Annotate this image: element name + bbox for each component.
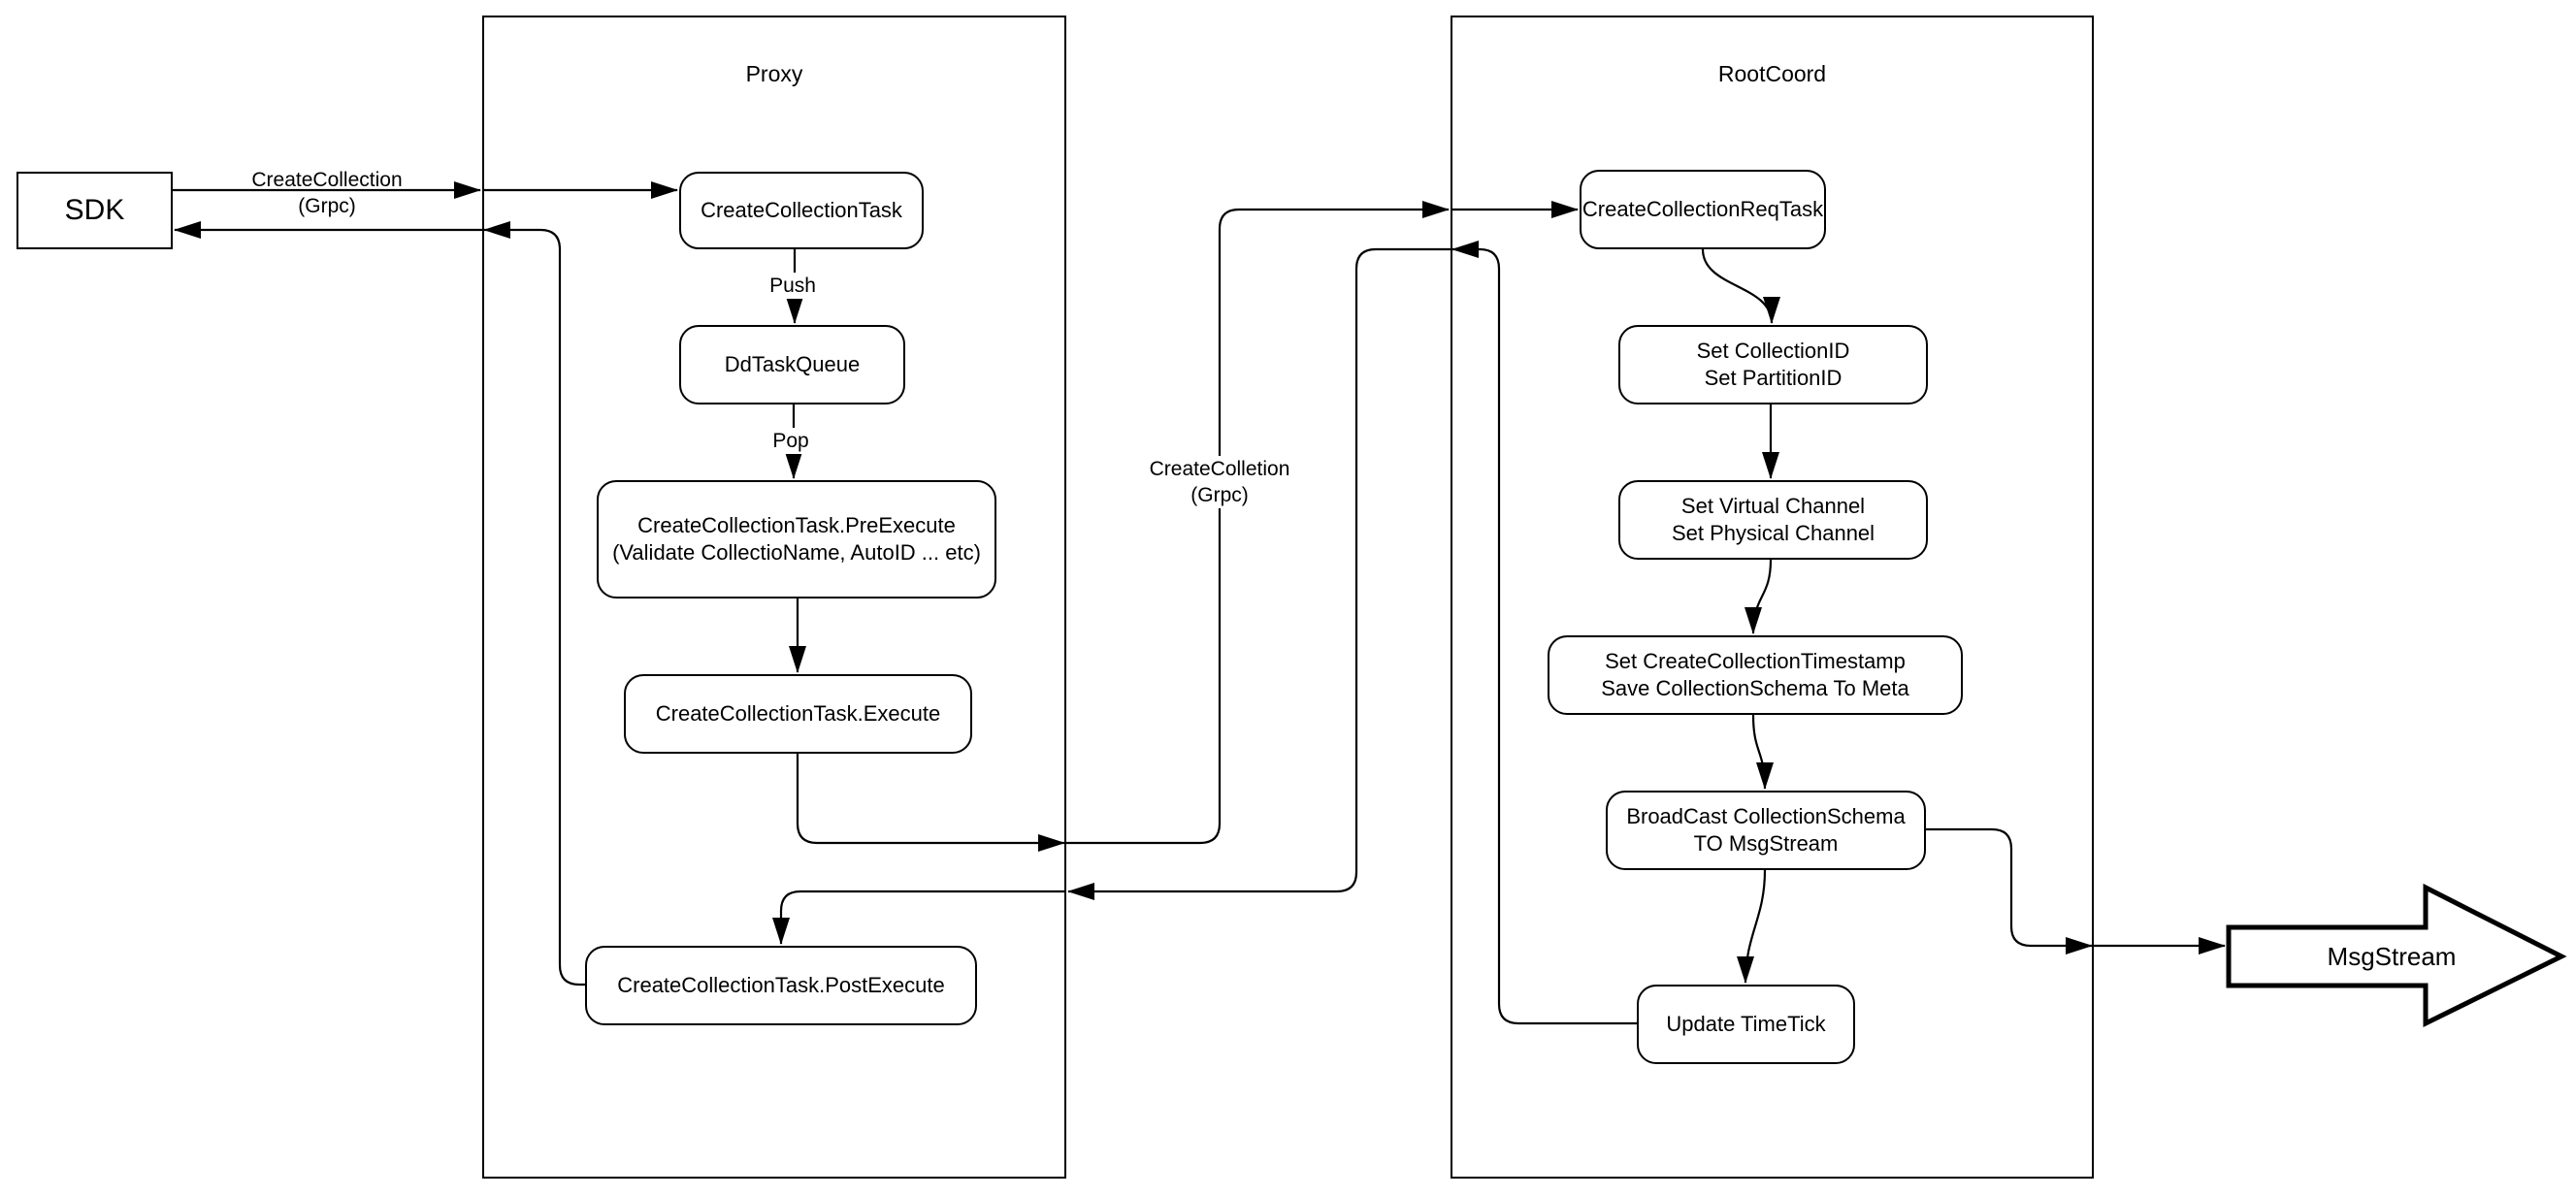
node-execute: CreateCollectionTask.Execute: [624, 674, 972, 754]
rootcoord-title: RootCoord: [1717, 61, 1827, 86]
node-set-channels: Set Virtual Channel Set Physical Channel: [1618, 480, 1928, 560]
node-post-execute: CreateCollectionTask.PostExecute: [585, 946, 977, 1025]
edge-proxy-border-to-postexecute: [772, 890, 1066, 945]
edge-label-createcollection-grpc: CreateCollection (Grpc): [251, 169, 403, 217]
edge-reqtask-to-setids: [1701, 248, 1780, 324]
node-create-collection-task: CreateCollectionTask: [679, 172, 924, 249]
edge-updatetimetick-to-rootcoord-border: [1451, 241, 1637, 1025]
node-set-collection-partition-id: Set CollectionID Set PartitionID: [1618, 325, 1928, 404]
node-update-timetick: Update TimeTick: [1637, 985, 1855, 1064]
edge-settimestamp-to-broadcast: [1751, 714, 1774, 790]
edge-execute-to-proxy-border: [796, 754, 1065, 852]
edge-label-push: Push: [744, 273, 841, 299]
proxy-container: [482, 16, 1066, 1179]
edge-broadcast-to-updatetimetick: [1737, 869, 1767, 984]
edge-proxy-border-to-rootcoord-border: [1066, 201, 1450, 845]
edge-label-pop: Pop: [742, 428, 839, 454]
node-create-collection-req-task: CreateCollectionReqTask: [1580, 170, 1826, 249]
proxy-title: Proxy: [745, 61, 803, 86]
node-broadcast-schema: BroadCast CollectionSchema TO MsgStream: [1606, 791, 1926, 870]
edge-label-createcolletion-grpc: CreateColletion (Grpc): [1103, 456, 1336, 508]
edge-postexecute-to-proxy-border: [483, 221, 585, 987]
node-dd-task-queue: DdTaskQueue: [679, 325, 905, 404]
edge-rootcoord-border-to-proxy-border: [1067, 247, 1451, 900]
node-pre-execute: CreateCollectionTask.PreExecute (Validat…: [597, 480, 996, 598]
edge-broadcast-to-rootcoord-border: [1926, 827, 2093, 954]
rootcoord-container: [1451, 16, 2094, 1179]
node-sdk: SDK: [16, 172, 173, 249]
msgstream-label: MsgStream: [2327, 942, 2457, 971]
node-set-timestamp-save-schema: Set CreateCollectionTimestamp Save Colle…: [1548, 635, 1963, 715]
edge-setchannels-to-settimestamp: [1745, 559, 1773, 634]
